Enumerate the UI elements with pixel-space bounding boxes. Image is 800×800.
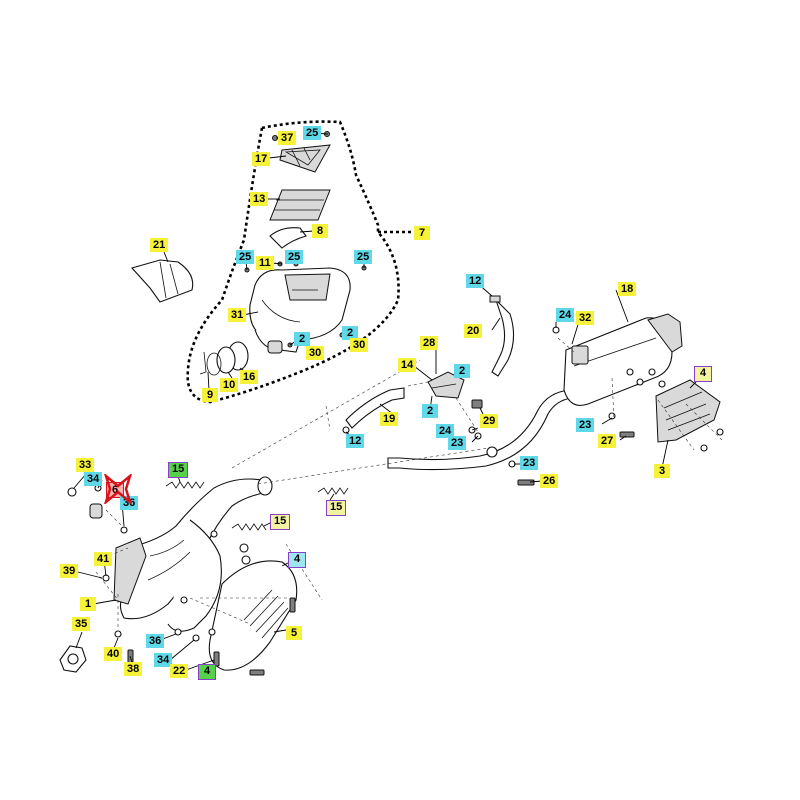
callout-32[interactable]: 32: [576, 311, 595, 325]
callout-10[interactable]: 10: [220, 378, 239, 392]
callout-23-pipe[interactable]: 23: [520, 456, 539, 470]
callout-15-lower[interactable]: 15: [270, 514, 291, 530]
callout-7[interactable]: 7: [414, 226, 430, 240]
callout-1[interactable]: 1: [80, 597, 96, 611]
callout-4-muffler[interactable]: 4: [694, 366, 712, 382]
air-box-body: [249, 267, 351, 354]
callout-38[interactable]: 38: [124, 662, 143, 676]
callout-2-bracket[interactable]: 2: [454, 364, 470, 378]
callout-37[interactable]: 37: [278, 131, 297, 145]
callout-30-right[interactable]: 30: [350, 338, 369, 352]
callout-26[interactable]: 26: [540, 474, 559, 488]
callout-35[interactable]: 35: [72, 617, 91, 631]
callout-16[interactable]: 16: [240, 370, 259, 384]
spring-15a: [165, 481, 205, 489]
callout-15-upper[interactable]: 15: [168, 462, 189, 478]
callout-36-upper[interactable]: 36: [120, 496, 139, 510]
callout-2-lower[interactable]: 2: [422, 404, 438, 418]
callout-23-mid[interactable]: 23: [448, 436, 467, 450]
callout-24-lower[interactable]: 24: [436, 424, 455, 438]
airbox-group-boundary: [186, 120, 400, 404]
callout-2-airbox-left[interactable]: 2: [294, 332, 310, 346]
callout-18[interactable]: 18: [618, 282, 637, 296]
bracket-14: [427, 371, 465, 399]
callout-25-mid[interactable]: 25: [285, 250, 304, 264]
callout-4-shield[interactable]: 4: [288, 552, 306, 568]
callout-12-upper[interactable]: 12: [466, 274, 485, 288]
callout-22[interactable]: 22: [170, 664, 189, 678]
callout-19[interactable]: 19: [380, 412, 399, 426]
callout-31[interactable]: 31: [228, 308, 247, 322]
callout-23-muffler[interactable]: 23: [576, 418, 595, 432]
hose-19: [345, 387, 405, 429]
callout-3[interactable]: 3: [654, 464, 670, 478]
callout-5[interactable]: 5: [286, 626, 302, 640]
hardware-washers: [67, 326, 724, 642]
muffler: [563, 313, 683, 406]
callout-21[interactable]: 21: [150, 238, 169, 252]
callout-24-upper[interactable]: 24: [556, 308, 575, 322]
callout-28[interactable]: 28: [420, 336, 439, 350]
callout-8[interactable]: 8: [312, 224, 328, 238]
callout-17[interactable]: 17: [252, 152, 271, 166]
callout-4-bottom[interactable]: 4: [198, 664, 216, 680]
callout-34-upper[interactable]: 34: [84, 472, 103, 486]
callout-15-middle[interactable]: 15: [326, 500, 347, 516]
callout-12-lower[interactable]: 12: [346, 434, 365, 448]
callout-39[interactable]: 39: [60, 564, 79, 578]
callout-29[interactable]: 29: [480, 414, 499, 428]
callout-11[interactable]: 11: [256, 256, 274, 270]
manifold-bracket: [113, 537, 147, 605]
callout-41[interactable]: 41: [94, 552, 113, 566]
hose-20: [491, 299, 515, 377]
spring-15c: [231, 523, 267, 531]
expansion-chamber: [119, 476, 273, 632]
callout-2-airbox-right[interactable]: 2: [342, 326, 358, 340]
callout-33[interactable]: 33: [76, 458, 95, 472]
spring-15b: [317, 487, 349, 495]
callout-36-lower[interactable]: 36: [146, 634, 165, 648]
intake-duct: [269, 227, 307, 249]
callout-14[interactable]: 14: [398, 358, 417, 372]
callout-30-left[interactable]: 30: [306, 346, 325, 360]
callout-27[interactable]: 27: [598, 434, 617, 448]
callout-9[interactable]: 9: [202, 388, 218, 402]
mount-rubber: [89, 503, 103, 519]
callout-34-lower[interactable]: 34: [154, 653, 173, 667]
callout-25-left[interactable]: 25: [236, 250, 255, 264]
callout-20[interactable]: 20: [464, 324, 483, 338]
callout-40[interactable]: 40: [104, 647, 123, 661]
callout-25-top[interactable]: 25: [303, 126, 322, 140]
callout-13[interactable]: 13: [250, 192, 269, 206]
callout-25-right[interactable]: 25: [354, 250, 373, 264]
